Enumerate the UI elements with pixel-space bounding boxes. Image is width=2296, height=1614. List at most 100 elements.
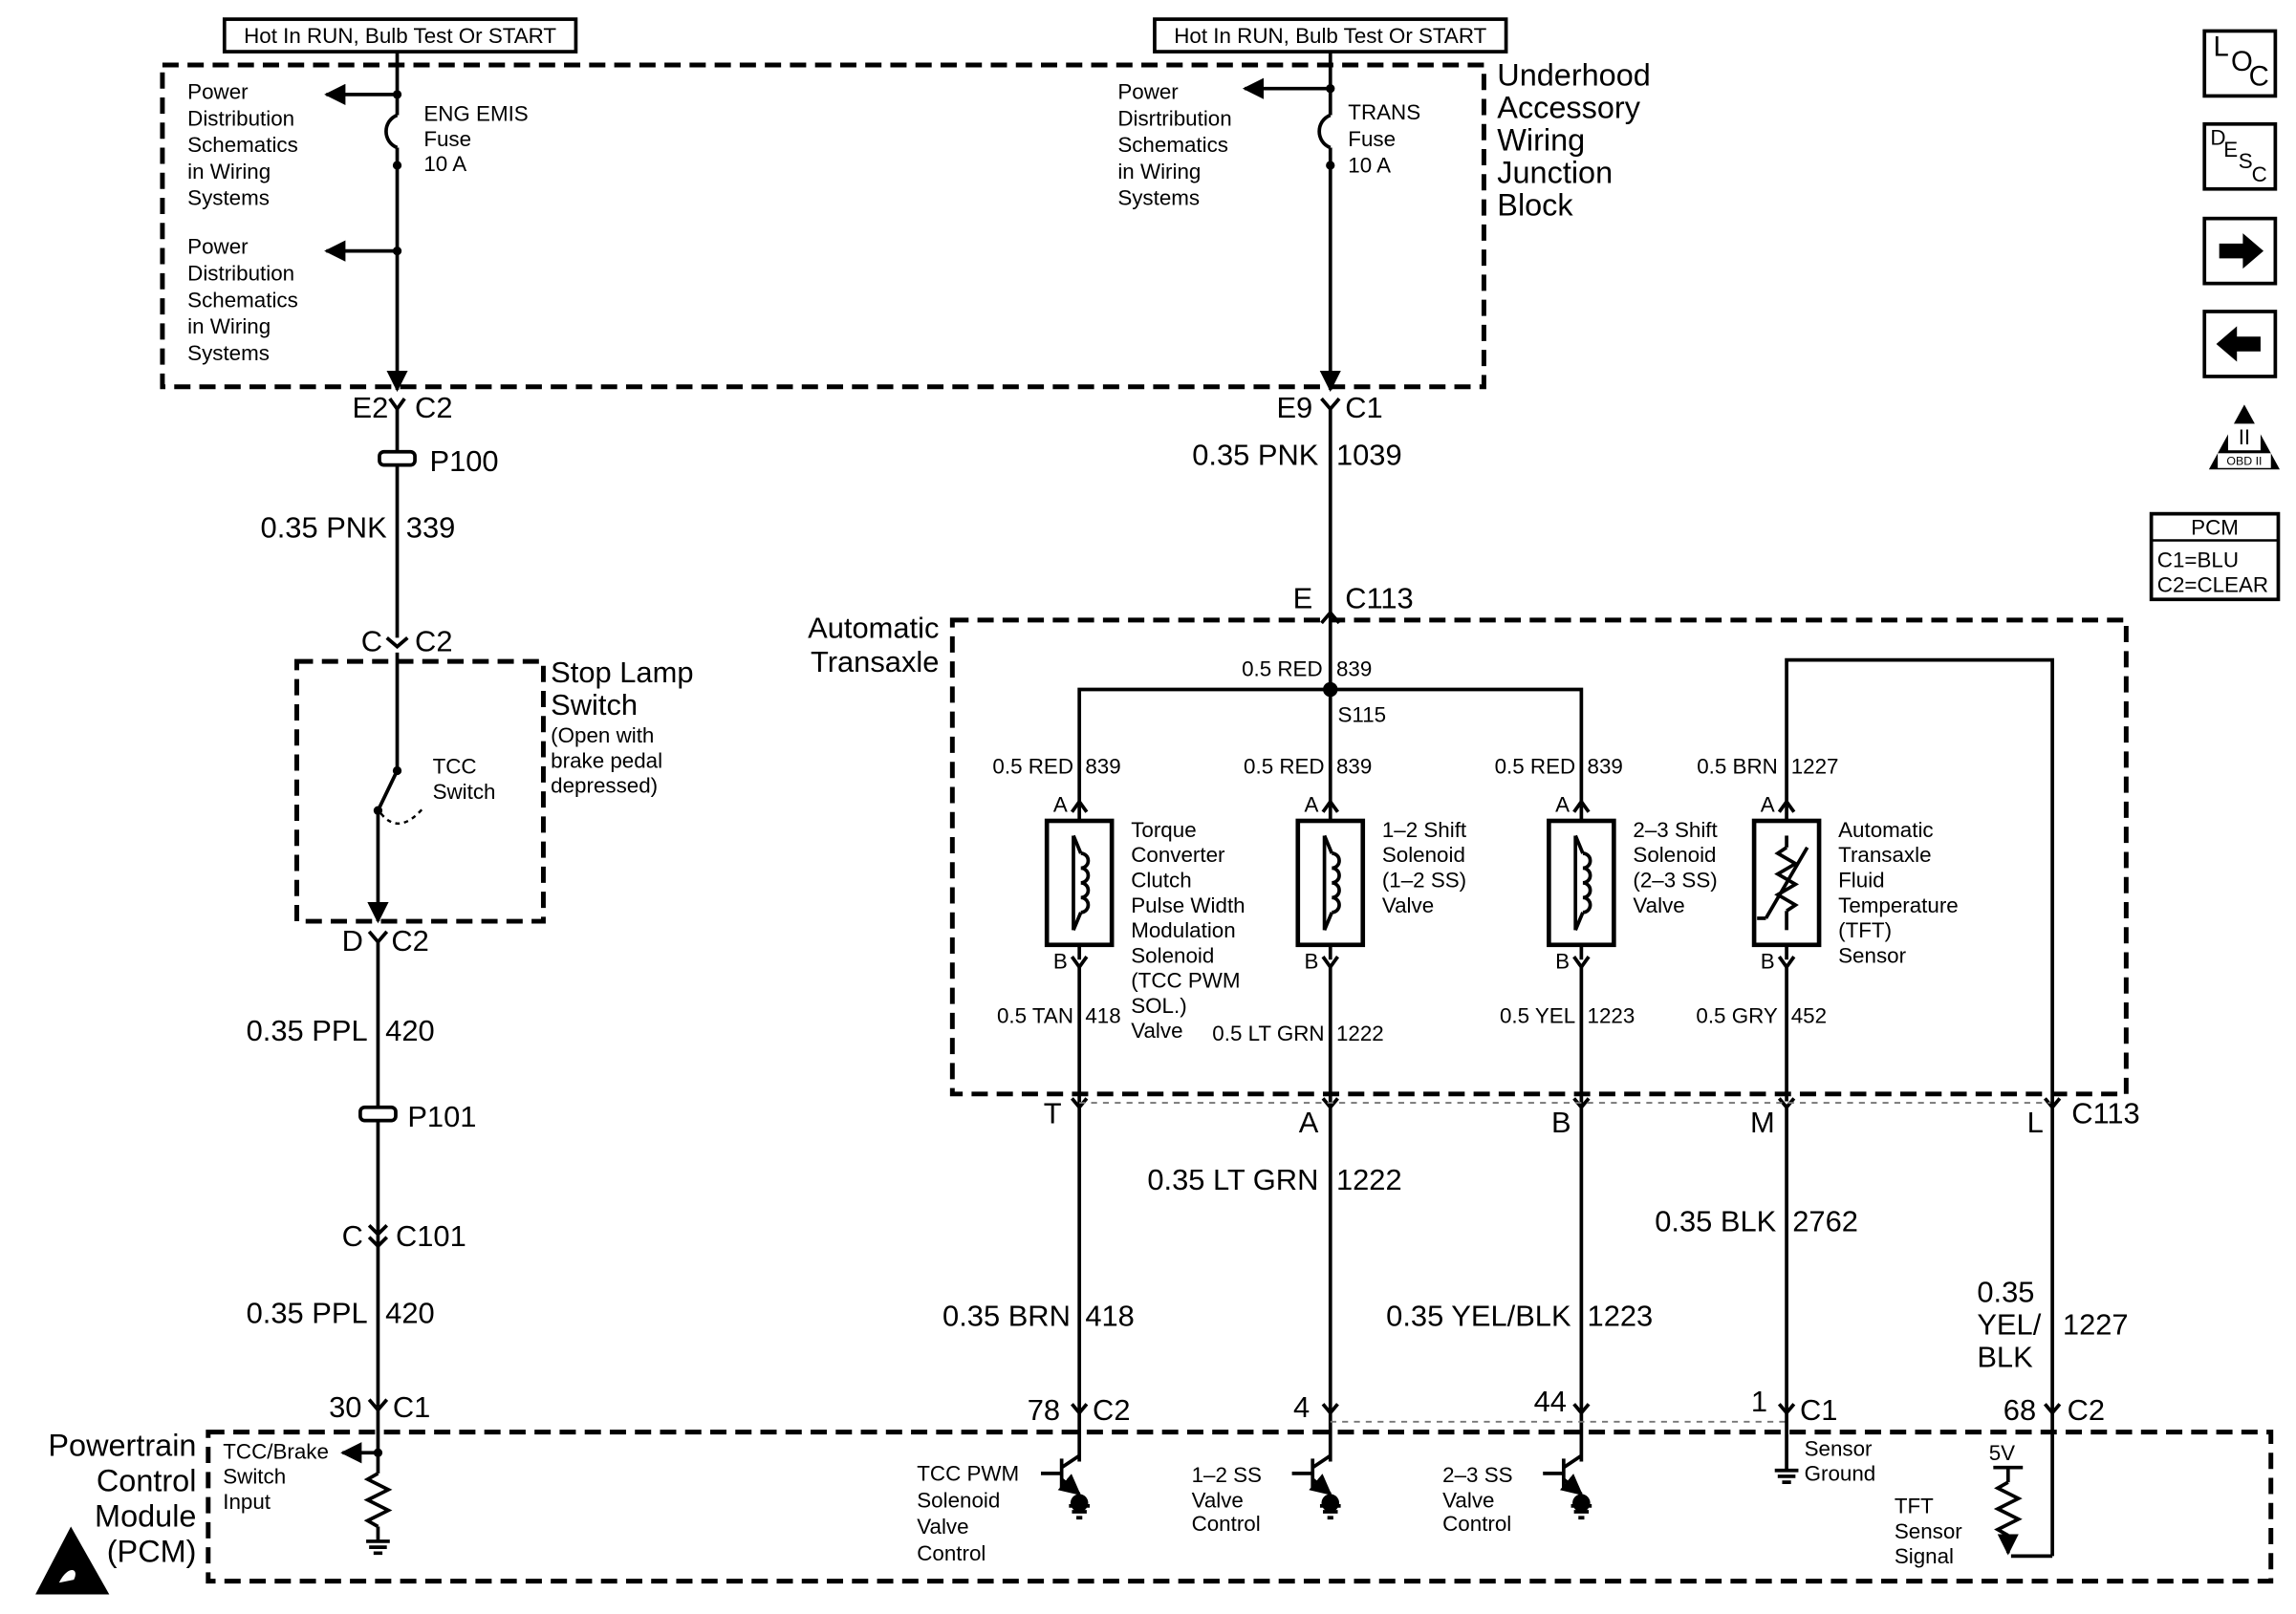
power-dist-label-1: Power Distribution Schematics in Wiring … [187,80,298,210]
svg-text:Sensor: Sensor [1895,1519,1962,1543]
svg-text:II: II [2239,425,2250,449]
tcc-pwm-driver [1041,1453,1090,1520]
svg-text:Underhood: Underhood [1497,58,1651,93]
svg-text:Block: Block [1497,188,1573,223]
wire-gauge-pnk-1039: 0.35 PNK [1192,439,1319,472]
automatic-transaxle-title: Automatic Transaxle [808,611,939,678]
tft-sensor: ABAutomaticTransaxleFluidTemperature(TFT… [1751,793,1959,973]
ss12-control-label: 1–2 SS Valve Control [1192,1463,1262,1536]
svg-text:(PCM): (PCM) [107,1535,197,1569]
pin-a-label: A [1304,793,1318,817]
loc-button[interactable]: L O C [2202,29,2278,98]
pull-down-resistor [363,1472,393,1529]
desc-button[interactable]: D E S C [2202,121,2278,191]
wire-gauge-gry-452: 0.5 GRY [1696,1004,1777,1028]
component-label-line: (TCC PWM [1131,969,1240,993]
pcm-outline [206,1430,2274,1584]
svg-text:TFT: TFT [1895,1495,1934,1518]
svg-text:Switch: Switch [433,780,496,804]
component-label-line: Valve [1382,893,1434,917]
wire-brn-1227-loop [1785,657,2054,1094]
pcm-driver-group [1041,1453,1592,1520]
wire-circuit-420-b: 420 [385,1296,435,1329]
svg-text:Switch: Switch [551,688,638,721]
svg-text:Accessory: Accessory [1497,91,1640,125]
component-label-line: (1–2 SS) [1382,869,1466,893]
connector-symbol [385,636,409,650]
pin-b-label: B [1555,949,1570,973]
previous-page-button[interactable] [2202,310,2278,378]
connector-symbol [1572,1097,1591,1110]
svg-text:10 A: 10 A [423,152,466,176]
wire-circuit-1223-inner: 1223 [1588,1004,1635,1028]
connector-c2-stop-top: C2 [415,624,452,657]
connector-symbol [1071,1097,1089,1110]
connector-e9: E9 [1276,391,1312,424]
component-label-line: Pulse Width [1131,893,1245,917]
next-page-button[interactable] [2202,216,2278,286]
component-label-line: Solenoid [1382,843,1465,867]
component-label-line: Clutch [1131,869,1191,893]
svg-text:Switch: Switch [223,1465,286,1489]
stop-lamp-switch-title: Stop Lamp Switch [551,656,693,721]
ground-icon [366,1539,390,1556]
svg-text:Distribution: Distribution [187,262,294,286]
pcm-pin-68: 68 [2004,1393,2036,1427]
svg-text:O: O [2231,46,2253,77]
connector-d-pin: D [342,924,363,958]
component-label-line: Automatic [1838,818,1933,842]
junction-block-title: Underhood Accessory Wiring Junction Bloc… [1497,58,1651,223]
wire-circuit-1039: 1039 [1336,439,1402,472]
wire-circuit-1227-inner: 1227 [1791,755,1839,779]
splice-label-s115: S115 [1337,702,1386,726]
svg-text:Junction: Junction [1497,156,1613,190]
wire-gauge-ltgrn-1222: 0.35 LT GRN [1147,1163,1318,1196]
pcm-connector-c2-b: C2 [2068,1393,2105,1427]
svg-text:S: S [2239,149,2253,173]
svg-text:ENG EMIS: ENG EMIS [423,102,528,126]
sensor-ground-label: Sensor Ground [1805,1436,1876,1485]
svg-text:Valve: Valve [917,1515,968,1539]
wire-circuit-839-2: 839 [1336,755,1372,779]
connector-c113-top: C113 [1345,582,1414,615]
stop-lamp-switch-outline [294,658,546,924]
tcc-switch-blade [376,769,400,811]
svg-text:TCC PWM: TCC PWM [917,1462,1019,1486]
svg-text:L: L [2213,32,2228,63]
wire-gauge-tan-418: 0.5 TAN [997,1004,1073,1028]
fuse-trans-label: TRANS Fuse 10 A [1348,100,1420,178]
ss23-driver [1543,1453,1592,1520]
pin-a-label: A [1761,793,1775,817]
component-label-line: Solenoid [1131,943,1214,967]
pcm-connector-c2-a: C2 [1093,1393,1130,1427]
wire-gauge-yelblk-1223: 0.35 YEL/BLK [1386,1299,1571,1332]
svg-text:BLK: BLK [1977,1341,2033,1374]
wire-circuit-2762: 2762 [1792,1204,1858,1237]
component-label-line: Valve [1633,893,1684,917]
svg-text:brake pedal: brake pedal [551,748,662,772]
wire-circuit-1222: 1222 [1336,1163,1402,1196]
connector-symbol [388,398,406,413]
svg-text:Solenoid: Solenoid [917,1488,1000,1512]
supply-left-label: Hot In RUN, Bulb Test Or START [244,24,556,48]
svg-text:D: D [2210,125,2225,149]
component-label-line: (2–3 SS) [1633,869,1717,893]
wire-circuit-1222-inner: 1222 [1336,1022,1384,1045]
connector-c-pin: C [361,624,382,657]
connector-b-pin: B [1551,1106,1571,1139]
svg-text:Power: Power [1117,80,1179,104]
wire-gauge-ltgrn-1222-inner: 0.5 LT GRN [1212,1022,1324,1045]
pcm-connector-legend: PCM C1=BLU C2=CLEAR [2149,511,2281,602]
wire-gauge-ppl-420-a: 0.35 PPL [247,1014,368,1047]
five-volt-label: 5V [1989,1441,2015,1465]
svg-text:10 A: 10 A [1348,154,1391,178]
wire-circuit-839-1: 839 [1085,755,1120,779]
component-label-line: Fluid [1838,869,1884,893]
tft-sensor-signal-label: TFT Sensor Signal [1895,1495,1962,1569]
automatic-transaxle-outline [949,617,2129,1097]
svg-text:Schematics: Schematics [187,133,298,157]
wire-gauge-red-839-main: 0.5 RED [1242,657,1323,681]
wire-circuit-839-main: 839 [1336,657,1372,681]
